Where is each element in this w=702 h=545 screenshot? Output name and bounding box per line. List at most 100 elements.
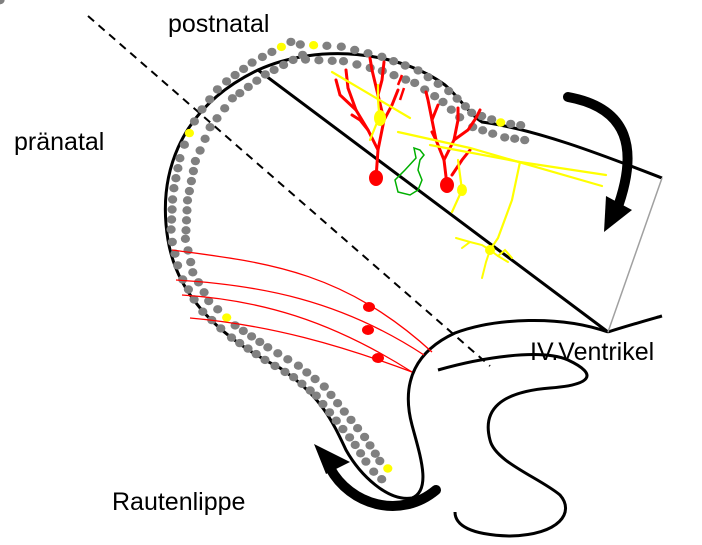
granule-cell [216,324,225,332]
granule-cell [263,343,272,351]
granule-cell [168,238,177,246]
granule-cell [183,246,192,254]
granule-cell [270,66,279,74]
granule-cell [340,407,349,415]
granule-cell [252,350,261,358]
granule-cell [430,92,439,100]
granule-cell [167,225,176,233]
purkinje-soma-right [440,177,454,193]
granule-cell [213,85,222,93]
granule-cell [255,338,264,346]
curved-arrow-down-icon [568,97,632,232]
granule-cell [332,417,341,425]
yellow-cell [496,118,505,126]
granule-cell [190,117,199,125]
granule-cell [201,135,210,143]
granule-cell [314,56,323,64]
granule-cell [289,373,298,381]
granule-cell [273,349,282,357]
label-rhombic-lip: Rautenlippe [112,488,245,517]
granule-cell [178,275,187,283]
granule-cell [247,332,256,340]
granule-cell [516,121,525,129]
granule-cell [261,70,270,78]
yellow-stellate-cell [456,238,512,278]
label-ventricle: IV.Ventrikel [530,338,654,367]
red-migrating-cells [362,302,384,363]
granule-cell [353,424,362,432]
granule-cell [187,177,196,185]
granule-cell [510,135,519,143]
granule-cell [350,46,359,54]
granule-cell [467,109,476,117]
granule-cell [302,368,311,376]
granule-cell [320,382,329,390]
granule-cell [322,42,331,50]
granule-cell [279,61,288,69]
granule-cell [212,114,221,122]
granule-cell [205,95,214,103]
red-fibers [172,250,432,372]
granule-cell [365,441,374,449]
granule-cell [235,89,244,97]
granule-cell [235,339,244,347]
granule-cell [181,226,190,234]
granule-cell [227,333,236,341]
granule-cell [369,468,378,476]
granule-cell [0,0,5,4]
granule-cell [188,268,197,276]
granule-cell [410,79,419,87]
granule-cell [447,106,456,114]
granule-cell [500,133,509,141]
granule-cell [328,57,337,65]
granule-cell [311,375,320,383]
granule-cell [401,61,410,69]
granule-cell [506,120,515,128]
granule-cell [351,441,360,449]
granule-cell [180,141,189,149]
granule-cell [206,123,215,131]
granule-cell [222,77,231,85]
label-postnatal: postnatal [168,10,269,39]
granule-cell [182,206,191,214]
granule-cell [389,57,398,65]
granule-cell [175,154,184,162]
granule-cell [488,130,497,138]
granule-cell [239,327,248,335]
granule-cell [345,433,354,441]
yellow-stellate-soma [485,245,495,255]
yellow-soma-left [374,110,386,126]
granule-cells [0,0,529,483]
granule-cell [461,102,470,110]
granule-cell [231,71,240,79]
granule-cell [337,43,346,51]
granule-cell [248,58,257,66]
green-cell [395,148,424,195]
granule-cell [260,356,269,364]
granule-cell [283,355,292,363]
granule-cell [414,66,423,74]
granule-cell [167,215,176,223]
granule-cell [173,164,182,172]
granule-cell [360,433,369,441]
yellow-cell [383,464,392,472]
granule-cell [186,258,195,266]
granule-cell [301,55,310,63]
granule-cell [243,344,252,352]
granule-cell [171,174,180,182]
granule-cell [338,425,347,433]
granule-cell [169,184,178,192]
label-praenatal: pränatal [14,128,104,157]
yellow-cell [222,313,231,321]
purkinje-soma-left [369,170,383,186]
granule-cell [478,126,487,134]
granule-cell [181,235,190,243]
granule-cell [352,60,361,68]
granule-cell [297,380,306,388]
granule-cell [244,83,253,91]
granule-cell [346,416,355,424]
granule-cell [377,53,386,61]
granule-cell [173,261,182,269]
yellow-cell [309,41,318,49]
